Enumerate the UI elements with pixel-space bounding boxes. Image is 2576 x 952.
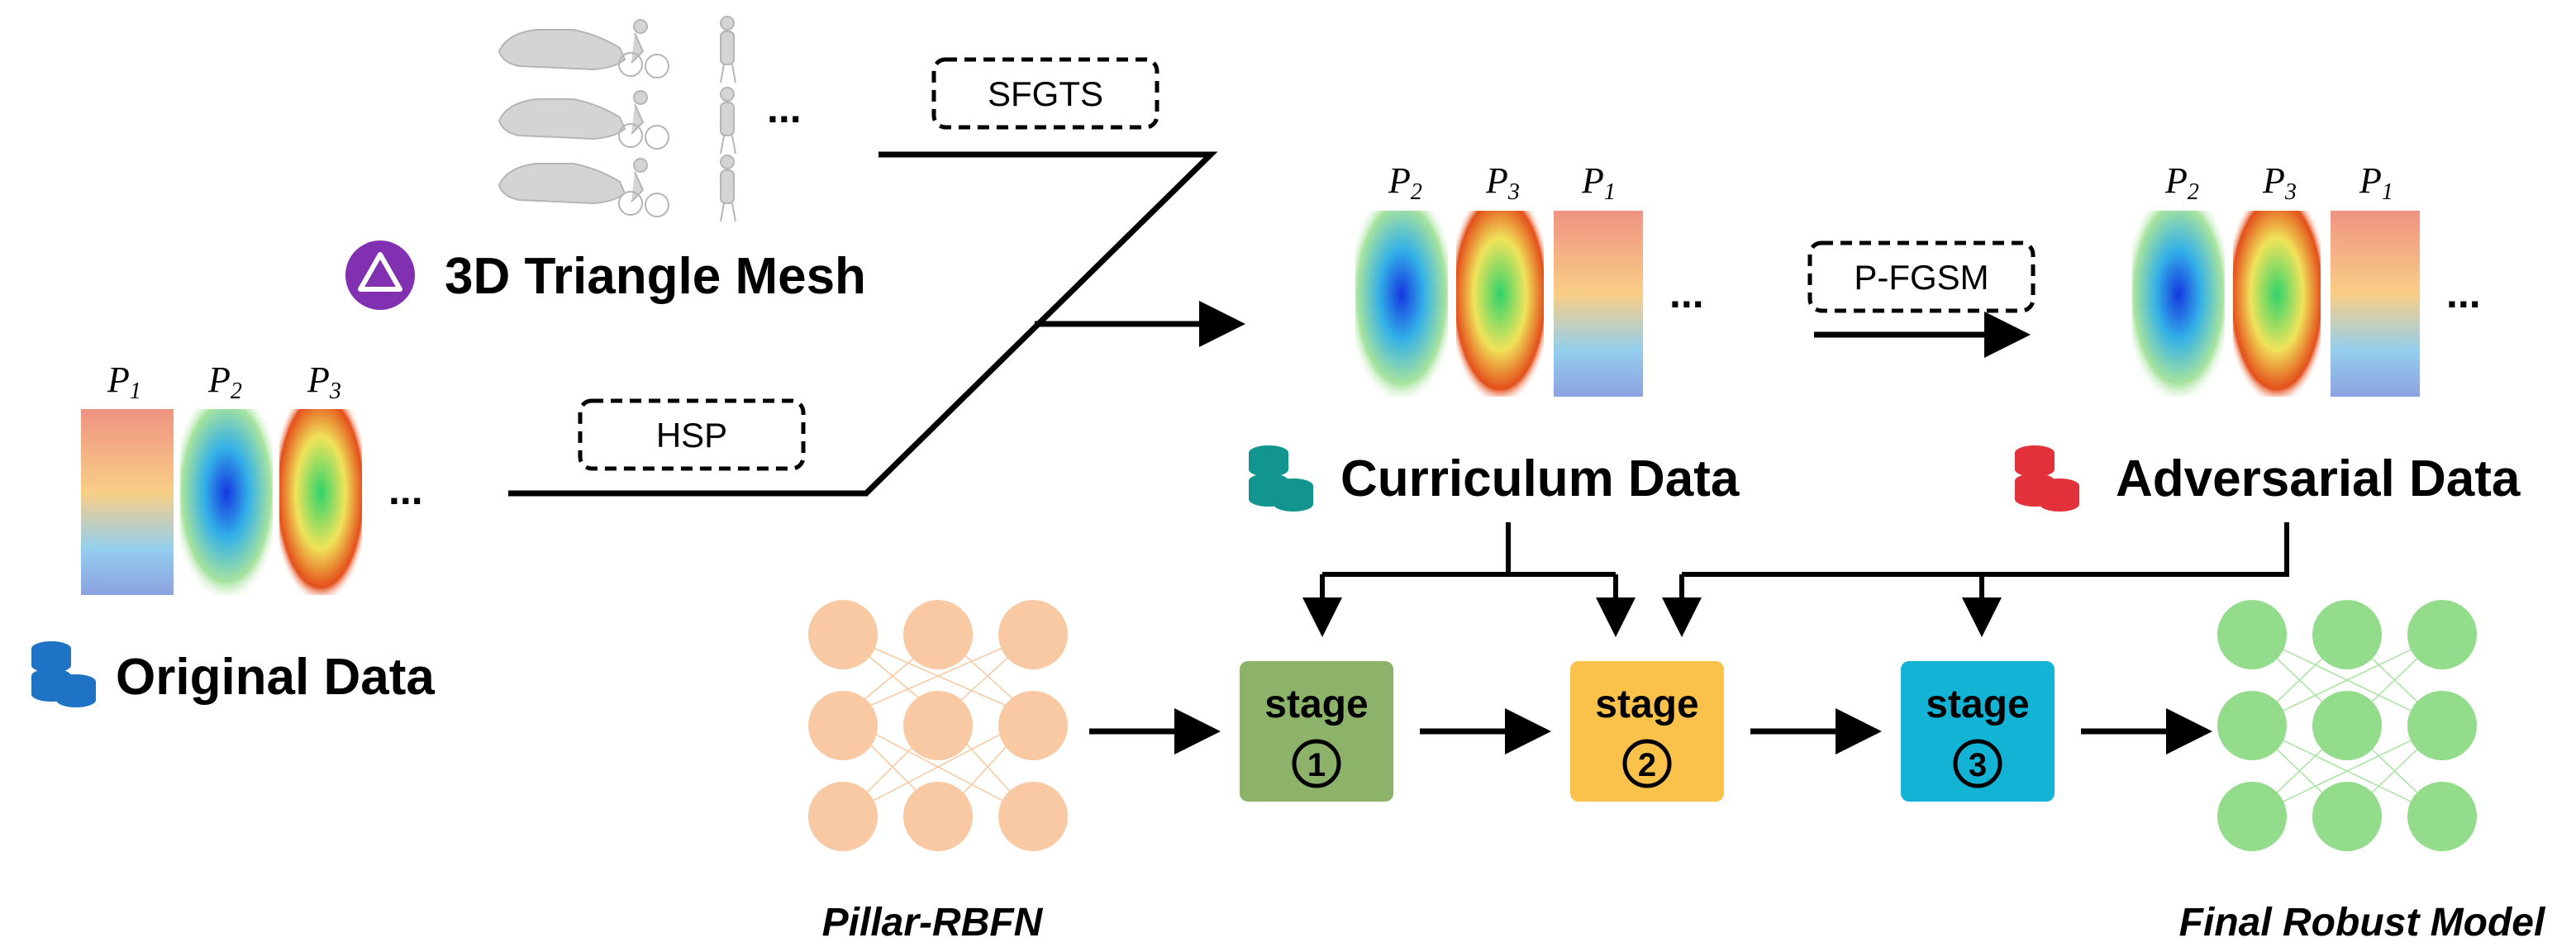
input-network: [808, 600, 1068, 851]
hsp-label: HSP: [656, 416, 727, 455]
database-icon: [1249, 445, 1313, 512]
adversarial-p3-label: P3: [2262, 160, 2297, 205]
original-label: Original Data: [116, 649, 435, 706]
pfgsm-label: P-FGSM: [1854, 258, 1988, 297]
curriculum-p1-label: P1: [1581, 160, 1616, 205]
pillar-label: Pillar-RBFN: [822, 901, 1044, 945]
original-point-clouds: [81, 409, 362, 595]
curriculum-label: Curriculum Data: [1340, 450, 1740, 507]
car-mesh-3: [498, 163, 626, 205]
database-icon: [31, 641, 96, 707]
pfgsm-box: [1807, 240, 2036, 313]
adversarial-p2-label: P2: [2164, 160, 2199, 205]
stage-2: stage 2: [1570, 661, 1724, 802]
curriculum-ellipsis: ...: [1669, 270, 1704, 317]
curriculum-p2-label: P2: [1388, 160, 1422, 205]
pedestrian-mesh-1: [720, 16, 736, 83]
adversarial-label: Adversarial Data: [2116, 450, 2521, 507]
mesh-thumbnails: [498, 16, 736, 222]
svg-text:3: 3: [1969, 747, 1987, 783]
original-ellipsis: ...: [388, 467, 423, 513]
original-p1-label: P1: [107, 359, 141, 404]
cyclist-mesh-3: [618, 158, 669, 217]
adversarial-ellipsis: ...: [2446, 270, 2481, 317]
curriculum-point-clouds: [1355, 211, 1643, 397]
output-network: [2217, 600, 2477, 851]
stage-1: stage 1: [1240, 661, 1393, 802]
cyclist-mesh-2: [618, 90, 669, 150]
car-mesh-2: [498, 98, 626, 140]
svg-text:stage: stage: [1926, 683, 2029, 726]
pedestrian-mesh-2: [720, 87, 736, 155]
mesh-ellipsis: ...: [767, 85, 802, 131]
original-p3-label: P3: [307, 359, 341, 404]
triangle-icon: [345, 240, 415, 310]
adversarial-point-clouds: [2132, 211, 2420, 397]
pedestrian-mesh-3: [720, 155, 736, 222]
database-icon: [2015, 445, 2079, 512]
mesh-label: 3D Triangle Mesh: [445, 248, 866, 305]
sfgts-box: [931, 57, 1159, 130]
original-p2-label: P2: [207, 359, 242, 404]
svg-text:2: 2: [1638, 747, 1656, 783]
sfgts-label: SFGTS: [988, 74, 1103, 113]
svg-text:stage: stage: [1595, 683, 1698, 726]
car-mesh-1: [498, 29, 626, 71]
connector-lines: [508, 151, 1245, 497]
stage-3: stage 3: [1901, 661, 2055, 802]
svg-text:stage: stage: [1264, 683, 1368, 726]
hsp-box: [578, 398, 806, 471]
cyclist-mesh-1: [618, 19, 669, 79]
final-model-label: Final Robust Model: [2179, 901, 2546, 945]
svg-text:1: 1: [1307, 747, 1326, 783]
data-feed-lines: [1302, 522, 2289, 637]
curriculum-p3-label: P3: [1485, 160, 1520, 205]
adversarial-p1-label: P1: [2359, 160, 2393, 205]
